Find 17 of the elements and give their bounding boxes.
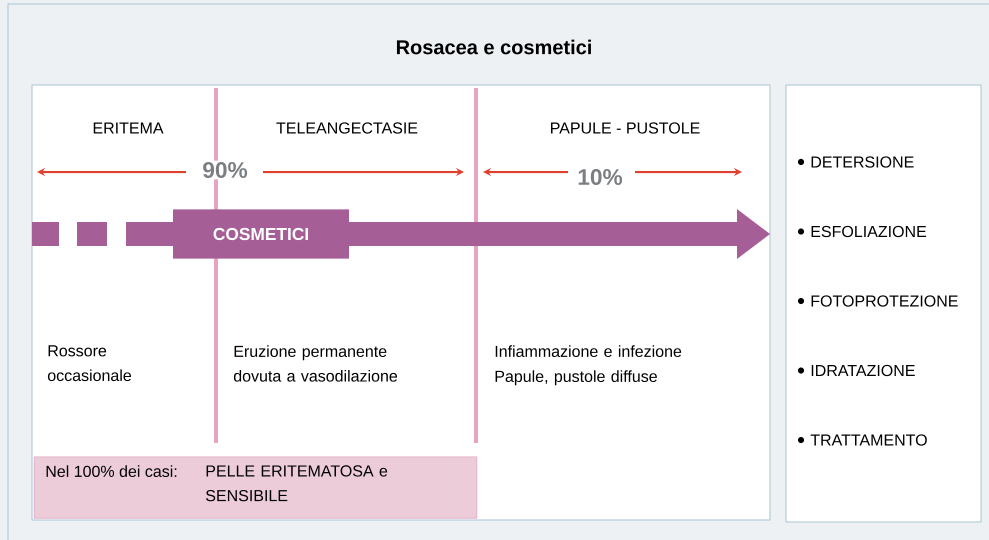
description: Rossore occasionale <box>48 345 132 382</box>
description: Papule, pustole diffuse <box>496 370 657 386</box>
list-item: FOTOPROTEZIONE <box>798 295 958 307</box>
description: Eruzione permanente dovuta a vasodilazione <box>234 345 398 382</box>
column-heading: ERITEMA <box>94 122 164 134</box>
column-heading: PAPULE - PUSTOLE <box>551 122 700 134</box>
title: Rosacea e cosmetici <box>396 40 591 54</box>
list-panel <box>786 84 982 522</box>
list-item: DETERSIONE <box>798 156 914 168</box>
percentage: 10% <box>576 168 624 186</box>
list-item: ESFOLIAZIONE <box>798 226 926 238</box>
note-box: Nel 100% dei casi: PELLE ERITEMATOSA e SENSIBILE <box>34 456 478 519</box>
description: Infiammazione e infezione <box>496 345 682 358</box>
column-heading: TELEANGECTASIE <box>276 122 418 134</box>
percentage: 90% <box>200 160 250 180</box>
list-item: TRATTAMENTO <box>798 434 927 446</box>
list-item: IDRATAZIONE <box>798 364 915 376</box>
